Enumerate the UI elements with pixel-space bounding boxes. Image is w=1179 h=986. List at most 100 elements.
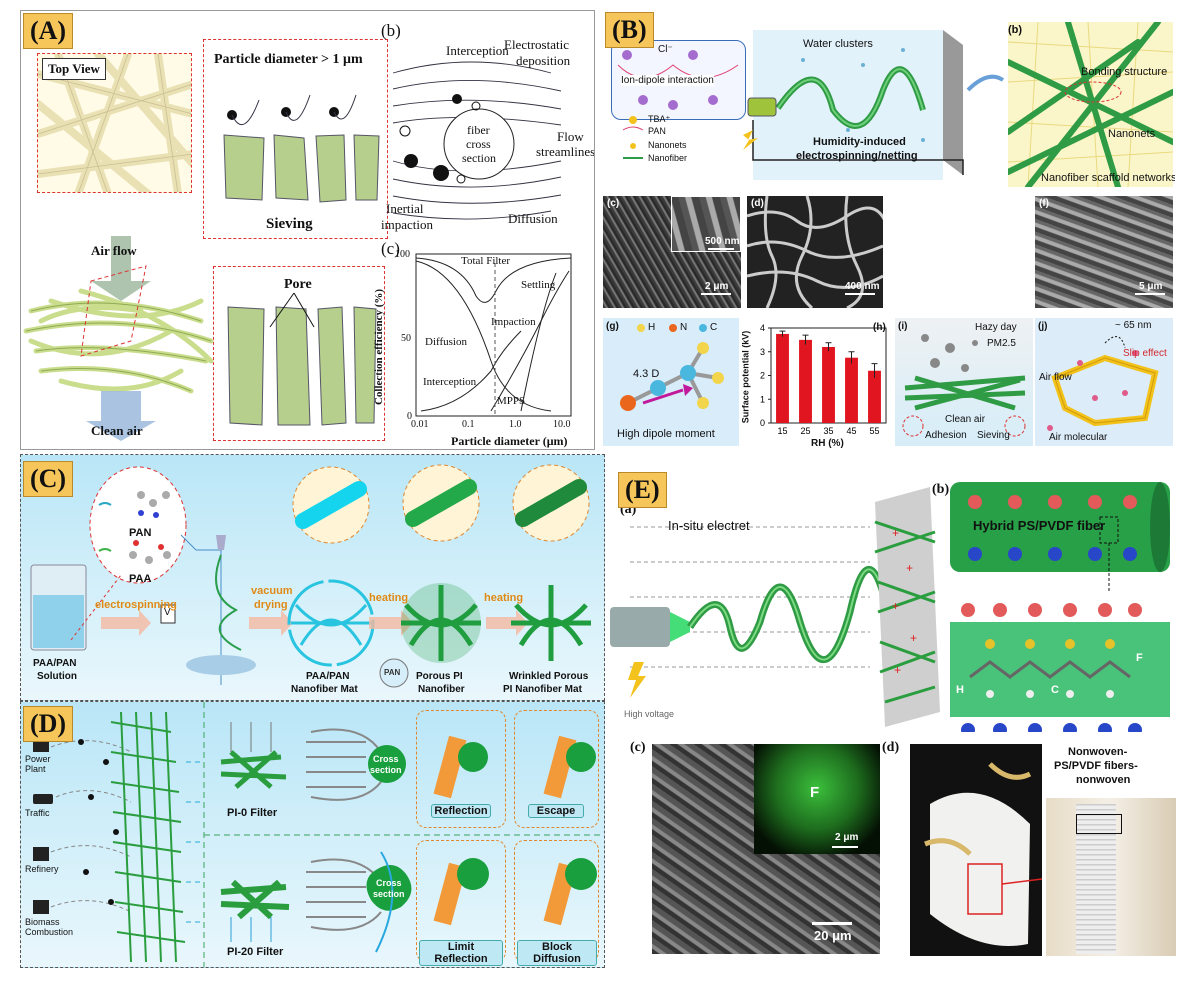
svg-text:+: + (892, 599, 899, 613)
cross-top-1: Cross (373, 754, 399, 764)
flow-diagram (392, 61, 562, 220)
b-subtag: (b) (1008, 24, 1023, 36)
svg-text:+: + (894, 663, 901, 677)
bar-xlabel: RH (%) (811, 438, 844, 449)
pan-bubble-label: PAN (384, 668, 401, 677)
electrospinning-label: electrospinning (95, 599, 177, 611)
xtick-0: 0.01 (411, 419, 429, 430)
c-scale-20um: 20 μm (814, 928, 852, 943)
c-scale-2um: 2 μm (835, 832, 859, 843)
panel-b: (B) Cl⁻ Ion-dipole interaction Water clu… (603, 10, 1175, 450)
pi20-label: PI-20 Filter (227, 946, 284, 958)
ytick-100: 100 (395, 249, 410, 260)
top-view-box: Top View (37, 53, 192, 193)
ion-dipole-label: Ion-dipole interaction (621, 75, 714, 86)
pi0-label: PI-0 Filter (227, 807, 278, 819)
source-power-plant: Power Plant (25, 754, 51, 774)
panel-e: (E) (a) +++++ In-situ electret High volt… (610, 462, 1176, 967)
bar-ytick-label: 4 (760, 323, 765, 333)
bar-xtick-label: 25 (800, 426, 810, 436)
in-situ-electret-diagram: +++++ (610, 482, 1170, 732)
pi-process-diagram (30, 464, 591, 688)
legend-nanofiber: Nanofiber (648, 153, 688, 163)
nanonets-label: Nanonets (1108, 128, 1156, 140)
c-scale-1: 500 nm (705, 236, 740, 247)
diffusion-label: Diffusion (508, 211, 558, 226)
impaction-label: impaction (381, 217, 433, 232)
limit-reflection-chip: Limit Reflection (419, 940, 503, 966)
bar-ytick-label: 3 (760, 347, 765, 357)
heating-label-2: heating (484, 592, 524, 604)
stage3-b: Nanofiber (418, 684, 465, 695)
humidity-label-2: electrospinning/netting (796, 150, 918, 162)
curve-total-filter: Total Filter (461, 255, 511, 267)
stage4-b: PI Nanofiber Mat (503, 684, 582, 695)
ytick-50: 50 (401, 333, 411, 344)
streamlines-label: streamlines (536, 144, 595, 159)
bar-ytick-label: 1 (760, 394, 765, 404)
slip-effect-image: (j) ~ 65 nm Slip effect Air flow Air mol… (1035, 318, 1173, 446)
fiber-label-1: fiber (467, 123, 490, 137)
efficiency-chart (415, 253, 572, 417)
hazy-day-image: (i) Hazy day PM2.5 Clean air Adhesion Si… (895, 318, 1033, 446)
pore-label: Pore (284, 277, 312, 292)
sieving-label-b: Sieving (977, 430, 1010, 441)
d-tag: (d) (751, 198, 764, 209)
heating-label-1: heating (369, 592, 409, 604)
nonwoven-label-2: PS/PVDF fibers- (1054, 760, 1138, 772)
c-tag: (c) (381, 239, 400, 258)
curve-mpps: MPPS (497, 395, 526, 407)
panel-e-tag: (E) (618, 472, 667, 508)
water-clusters-label: Water clusters (803, 38, 873, 50)
airflow-label-j: Air flow (1039, 372, 1072, 383)
bar (845, 357, 858, 423)
scaffold-label: Nanofiber scaffold networks (1041, 172, 1175, 184)
interception-label: Interception (446, 43, 509, 58)
bar-ylabel: Surface potential (kV) (740, 330, 751, 424)
nonwoven-label-3: nonwoven (1076, 774, 1131, 786)
vacuum-label: vacuum (251, 585, 293, 597)
atom-n: N (680, 322, 688, 333)
f-atom-label: F (1136, 652, 1143, 664)
source-biomass: Biomass Combustion (25, 917, 74, 937)
electrospin-schematic (617, 30, 1005, 180)
c-tag: (c) (607, 198, 620, 209)
h-tag: (h) (873, 322, 886, 333)
deposition-label: deposition (516, 53, 571, 68)
bar-xtick-label: 35 (823, 426, 833, 436)
sieving-label: Sieving (266, 216, 313, 232)
c-atom-label: C (1051, 684, 1059, 696)
sem-c: (c) 500 nm 2 μm (603, 196, 741, 308)
i-tag: (i) (898, 321, 908, 332)
xtick-3: 10.0 (553, 419, 571, 430)
stage1-b: Solution (37, 671, 77, 682)
fiber-mat (23, 236, 214, 441)
svg-text:+: + (892, 526, 899, 540)
e-tag: (e) (893, 198, 906, 209)
legend-tba: TBA⁺ (648, 114, 671, 124)
air-flow-label: Air flow (91, 243, 137, 258)
reflection-box (416, 710, 506, 828)
hybrid-fiber-label: Hybrid PS/PVDF fiber (973, 518, 1106, 533)
panel-d: (D) Power Plant Traffic Refinery Biomass… (20, 701, 605, 968)
e-c-tag: (c) (630, 740, 646, 755)
bar-ytick-label: 2 (760, 371, 765, 381)
escape-box (514, 710, 599, 828)
stage3-a: Porous PI (416, 671, 463, 682)
bonding-label: Bonding structure (1081, 66, 1168, 78)
drying-label: drying (254, 599, 288, 611)
efficiency-xlabel: Particle diameter (μm) (451, 434, 568, 448)
paa-molecule-label: PAA (129, 573, 152, 585)
clean-air-label-b: Clean air (945, 414, 986, 425)
d-scale: 400 nm (845, 281, 880, 292)
e-d-tag: (d) (882, 740, 900, 755)
stage1-a: PAA/PAN (33, 658, 77, 669)
legend-pan: PAN (648, 126, 666, 136)
reflection-chip: Reflection (431, 804, 491, 818)
xtick-1: 0.1 (462, 419, 475, 430)
legend-nanonets: Nanonets (648, 140, 687, 150)
cross-bottom-2: section (373, 889, 405, 899)
hazy-label: Hazy day (975, 322, 1017, 333)
bonding-image (1008, 22, 1173, 187)
fiber-label-2: cross (466, 137, 491, 151)
